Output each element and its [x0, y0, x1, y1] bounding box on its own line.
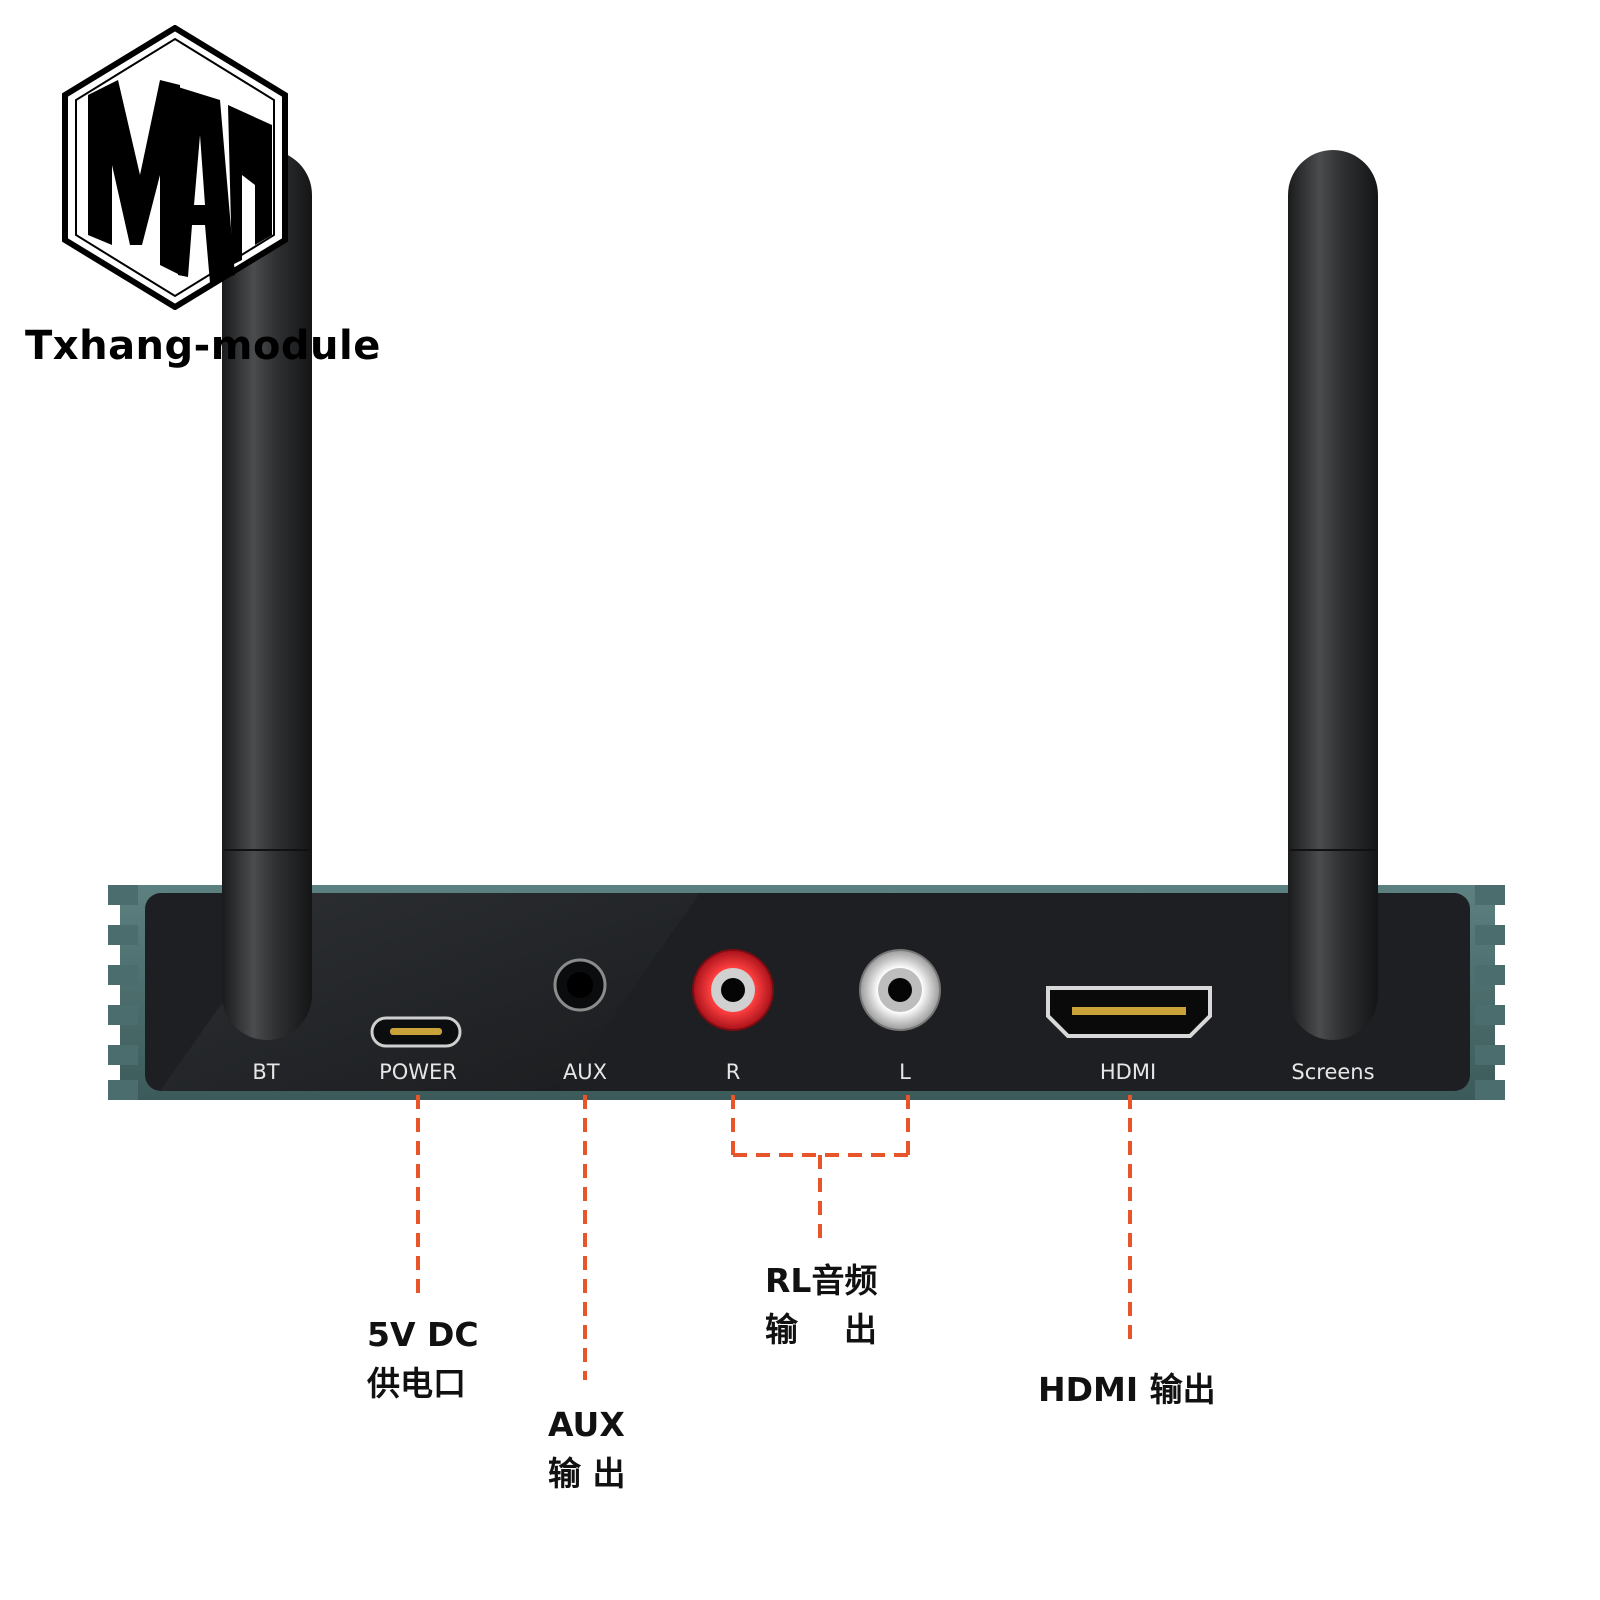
callout-power-line2: 供电口 — [367, 1364, 466, 1403]
callout-aux-line1: AUX — [548, 1405, 625, 1444]
callout-aux-line2: 输 出 — [548, 1454, 626, 1493]
callout-rl-line1: RL音频 — [765, 1261, 878, 1300]
brand-logo — [62, 25, 288, 310]
antenna-right — [1288, 150, 1378, 1040]
callout-hdmi: HDMI 输出 — [1038, 1365, 1216, 1414]
callout-hdmi-line1: HDMI 输出 — [1038, 1370, 1216, 1409]
callout-rl-line2: 输 出 — [765, 1310, 877, 1349]
front-panel — [145, 893, 1470, 1091]
rca-white-jack-icon — [859, 949, 941, 1031]
callout-lines — [416, 1095, 1132, 1380]
callout-aux: AUX 输 出 — [548, 1400, 626, 1498]
antenna-left — [222, 150, 312, 1040]
aux-jack-icon — [553, 958, 607, 1012]
callout-rl: RL音频 输 出 — [765, 1256, 877, 1354]
hdmi-port-icon — [1046, 986, 1212, 1038]
usb-c-port-icon — [370, 1016, 462, 1048]
brand-name: Txhang-module — [25, 323, 381, 369]
port-label-power: POWER — [379, 1060, 457, 1084]
port-label-l: L — [899, 1060, 911, 1084]
port-label-aux: AUX — [562, 1060, 608, 1084]
callout-power: 5V DC 供电口 — [367, 1310, 479, 1408]
rca-red-jack-icon — [692, 949, 774, 1031]
callout-power-line1: 5V DC — [367, 1315, 479, 1354]
port-label-screens: Screens — [1291, 1060, 1375, 1084]
port-label-hdmi: HDMI — [1099, 1060, 1157, 1084]
port-label-r: R — [725, 1060, 741, 1084]
port-label-bt: BT — [252, 1060, 280, 1084]
